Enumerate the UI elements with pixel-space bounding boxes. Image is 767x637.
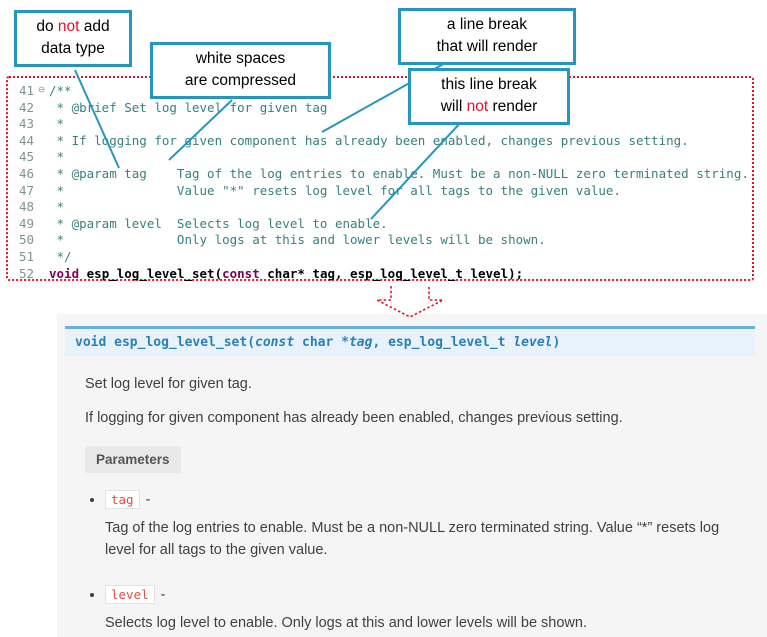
sig-param-level: level xyxy=(513,335,553,350)
keyword-void: void xyxy=(49,265,87,281)
code-line: 44 * If logging for given component has … xyxy=(12,133,752,150)
line-number: 42 xyxy=(18,99,34,115)
param-desc: Selects log level to enable. Only logs a… xyxy=(105,614,587,631)
param-item: level- Selects log level to enable. Only… xyxy=(105,584,757,634)
code-line: 43 * xyxy=(12,116,752,133)
callout-text: this line break xyxy=(441,76,537,93)
callout-whitespace: white spaces are compressed xyxy=(150,42,331,99)
line-number: 41 xyxy=(18,83,34,98)
callout-text: white spaces xyxy=(195,50,286,67)
line-number: 47 xyxy=(18,182,34,198)
callout-no-datatype: do not add data type xyxy=(14,10,132,67)
sig-paren: ) xyxy=(552,335,561,350)
sig-paren: ( xyxy=(247,335,256,350)
line-number: 48 xyxy=(18,199,34,215)
code-text: * xyxy=(49,149,65,165)
declaration-rest: char* tag, esp_log_level_t level); xyxy=(259,265,524,281)
line-number: 45 xyxy=(18,149,34,165)
code-line: 41 ⊖ /** xyxy=(12,83,752,100)
code-line: 45 * xyxy=(12,149,752,166)
code-text: /** xyxy=(49,83,72,98)
doc-brief: Set log level for given tag. xyxy=(85,376,252,392)
sig-char-type: char * xyxy=(302,335,349,350)
code-text: * xyxy=(49,116,65,132)
callout-text: a line break xyxy=(446,16,528,33)
callout-break-norender: this line break will not render xyxy=(408,68,570,125)
code-line: 51 */ xyxy=(12,249,752,266)
function-name: esp_log_level_set( xyxy=(86,265,223,281)
sig-param-tag: tag xyxy=(348,335,373,350)
code-text: * @param level Selects log level to enab… xyxy=(49,215,388,231)
line-number: 44 xyxy=(18,132,34,148)
keyword-const: const xyxy=(222,265,260,281)
code-line: 49 * @param level Selects log level to e… xyxy=(12,216,752,233)
callout-text: render xyxy=(488,98,538,116)
rendered-docs-panel: void esp_log_level_set(const char *tag, … xyxy=(57,314,767,637)
sig-comma: , xyxy=(372,335,389,350)
param-name-line: level- xyxy=(105,584,757,604)
line-number: 51 xyxy=(18,248,34,264)
line-number: 43 xyxy=(18,116,34,132)
code-text: void esp_log_level_set(const char* tag, … xyxy=(49,266,523,283)
function-signature: void esp_log_level_set(const char *tag, … xyxy=(65,326,755,356)
sig-function-name: esp_log_level_set xyxy=(114,335,248,350)
callout-text: that will render xyxy=(436,38,538,56)
code-text: * Value "*" resets log level for all tag… xyxy=(49,182,621,198)
callout-text: add xyxy=(79,18,110,35)
param-dash: - xyxy=(145,492,151,508)
code-line: 48 * xyxy=(12,199,752,216)
callout-text: do xyxy=(36,18,58,35)
code-line: 47 * Value "*" resets log level for all … xyxy=(12,183,752,200)
callout-text-not: not xyxy=(57,18,80,35)
down-arrow-icon xyxy=(376,286,444,318)
parameters-label: Parameters xyxy=(85,446,181,473)
code-text: * xyxy=(49,199,65,215)
line-number: 49 xyxy=(18,215,34,231)
param-list: tag- Tag of the log entries to enable. M… xyxy=(105,490,757,634)
code-line: 50 * Only logs at this and lower levels … xyxy=(12,232,752,249)
param-desc: Tag of the log entries to enable. Must b… xyxy=(105,520,720,559)
callout-text: will xyxy=(440,98,467,116)
code-line-declaration: 52 void esp_log_level_set(const char* tag… xyxy=(12,266,752,283)
code-line: 42 * @brief Set log level for given tag xyxy=(12,100,752,117)
param-name-line: tag- xyxy=(105,490,757,509)
callout-break-render: a line break that will render xyxy=(398,8,576,65)
code-editor-snippet: 41 ⊖ /** 42 * @brief Set log level for giv… xyxy=(6,76,754,281)
param-name-chip: tag xyxy=(105,490,140,509)
param-name-chip: level xyxy=(105,584,155,604)
callout-text: are compressed xyxy=(184,72,297,90)
code-text: * Only logs at this and lower levels wil… xyxy=(49,232,546,248)
line-number: 52 xyxy=(18,265,34,281)
code-text: * @param tag Tag of the log entries to e… xyxy=(49,165,749,181)
line-number: 50 xyxy=(18,232,34,248)
callout-text: data type xyxy=(41,40,105,58)
sig-level-type: esp_log_level_t xyxy=(388,335,514,350)
param-dash: - xyxy=(160,586,166,603)
doc-detail: If logging for given component has alrea… xyxy=(85,410,623,426)
callout-text-not: not xyxy=(466,98,489,116)
fold-collapse-icon: ⊖ xyxy=(38,83,45,96)
code-line: 46 * @param tag Tag of the log entries t… xyxy=(12,166,752,183)
sig-return-type: void xyxy=(75,335,115,350)
sig-const: const xyxy=(255,335,302,350)
code-text: * @brief Set log level for given tag xyxy=(49,99,328,115)
param-item: tag- Tag of the log entries to enable. M… xyxy=(105,490,757,562)
code-text: * If logging for given component has alr… xyxy=(49,132,689,148)
line-number: 46 xyxy=(18,165,34,181)
code-text: */ xyxy=(49,248,72,264)
